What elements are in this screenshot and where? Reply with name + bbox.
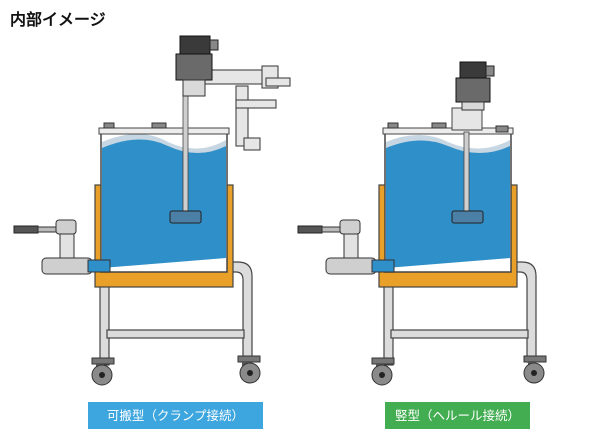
vessel-lid [382, 127, 514, 135]
impeller-icon [451, 210, 484, 224]
wheel-icon [523, 355, 547, 384]
agitator-shaft [463, 131, 470, 218]
wheel-icon [237, 355, 261, 384]
wheel-icon [371, 357, 395, 386]
page-title: 内部イメージ [10, 10, 106, 29]
clamp-icon [204, 65, 291, 151]
valve-icon [13, 219, 111, 275]
motor-icon [455, 61, 495, 111]
vertical-ferrule-tank [297, 61, 547, 386]
caption-vertical-ferrule: 竪型（ヘルール接続） [385, 402, 530, 429]
wheel-icon [91, 357, 115, 386]
impeller-icon [169, 210, 202, 224]
liquid [102, 139, 226, 268]
portable-clamp-tank [13, 35, 291, 386]
ferrule-mount [451, 107, 483, 131]
vessel-lid [98, 127, 230, 135]
liquid [386, 140, 510, 268]
valve-icon [297, 219, 395, 275]
motor-icon [175, 35, 219, 97]
tank-diagrams [13, 35, 547, 386]
agitator-shaft [182, 94, 189, 218]
caption-portable-clamp: 可搬型（クランプ接続） [88, 402, 263, 429]
